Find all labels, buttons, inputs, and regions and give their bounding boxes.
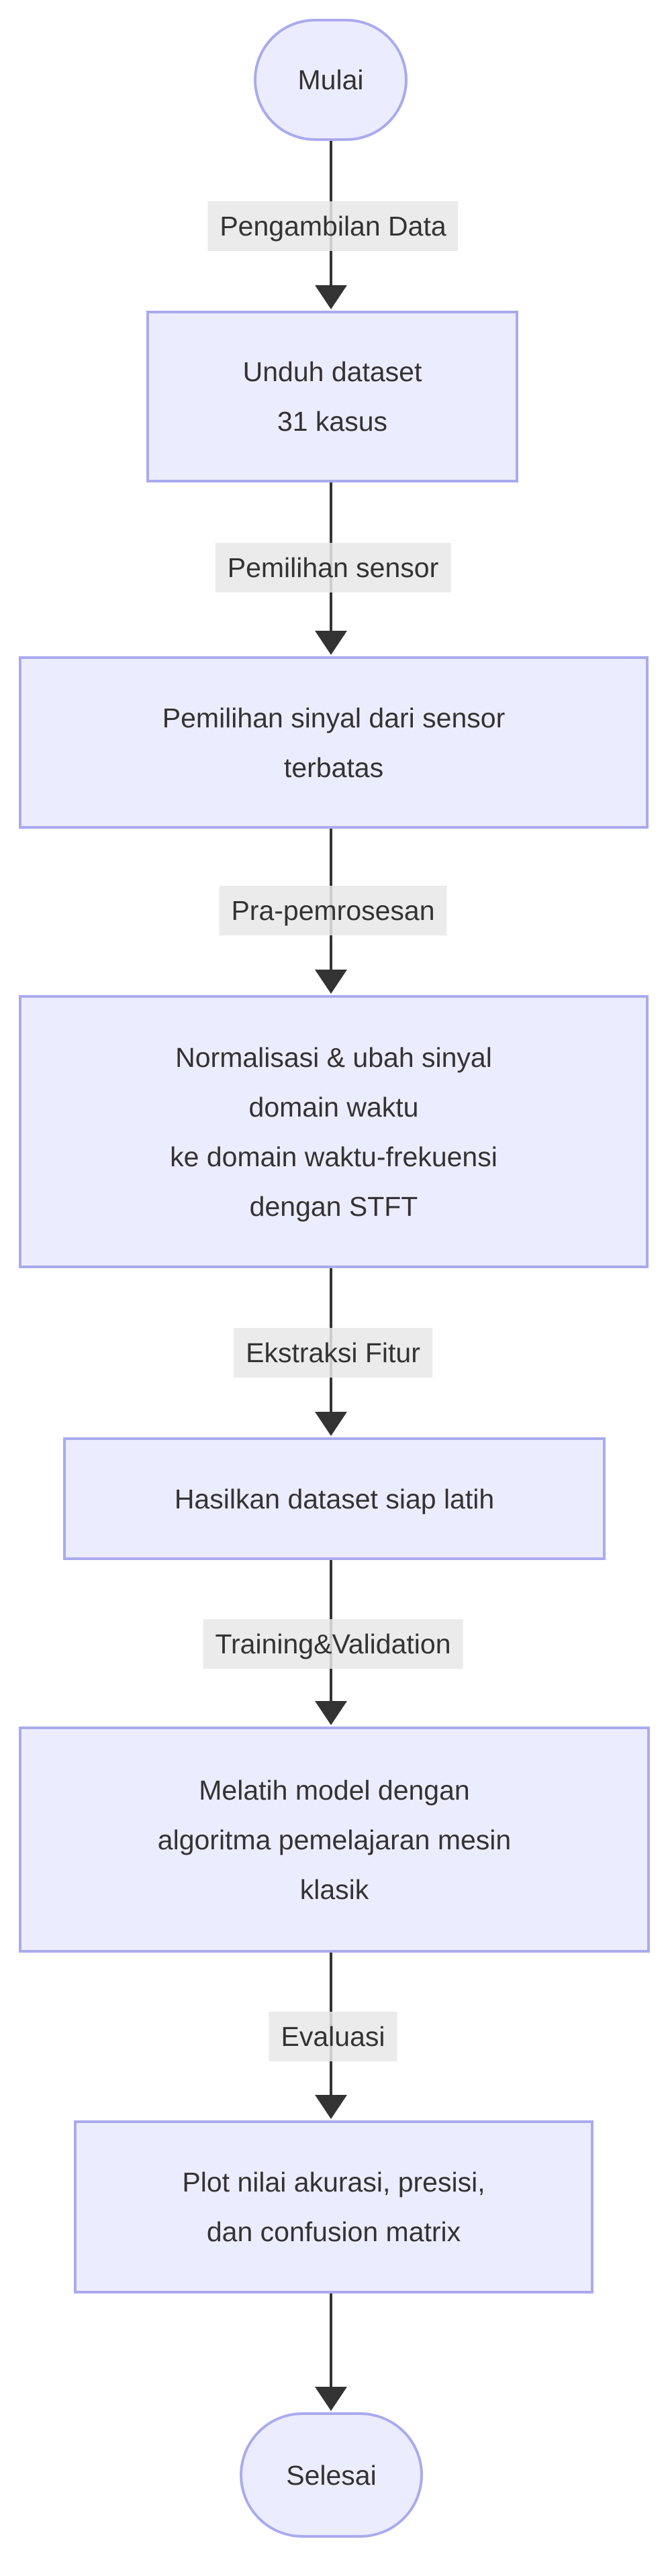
arrowhead-icon bbox=[315, 2095, 347, 2119]
node-text-line: Unduh dataset bbox=[242, 356, 422, 387]
node-pemilihan-sinyal: Pemilihan sinyal dari sensor terbatas bbox=[19, 656, 649, 829]
node-hasilkan-dataset: Hasilkan dataset siap latih bbox=[63, 1437, 606, 1560]
node-text-line: Pemilihan sinyal dari sensor bbox=[162, 702, 506, 733]
node-plot-evaluasi: Plot nilai akurasi, presisi, dan confusi… bbox=[74, 2120, 593, 2294]
node-text-line: Selesai bbox=[286, 2459, 377, 2491]
edge-label-evaluasi: Evaluasi bbox=[269, 2012, 397, 2061]
edge-label-pemilihan-sensor: Pemilihan sensor bbox=[215, 543, 451, 593]
start-node: Mulai bbox=[254, 19, 408, 141]
node-text-line: Melatih model dengan bbox=[199, 1774, 470, 1806]
arrowhead-icon bbox=[315, 631, 347, 655]
edge-label-ekstraksi-fitur: Ekstraksi Fitur bbox=[234, 1328, 432, 1378]
arrowhead-icon bbox=[315, 2387, 347, 2411]
node-text-line: 31 kasus bbox=[277, 406, 388, 437]
node-normalisasi-stft: Normalisasi & ubah sinyal domain waktu k… bbox=[19, 995, 649, 1268]
node-text-line: Hasilkan dataset siap latih bbox=[174, 1483, 495, 1514]
arrow-line bbox=[330, 2294, 332, 2389]
node-text-line: Normalisasi & ubah sinyal bbox=[175, 1041, 492, 1073]
arrowhead-icon bbox=[315, 1701, 347, 1725]
node-text-line: terbatas bbox=[283, 752, 384, 783]
node-text-line: Mulai bbox=[297, 64, 364, 95]
end-node: Selesai bbox=[240, 2412, 423, 2538]
node-text-line: Plot nilai akurasi, presisi, bbox=[182, 2167, 485, 2198]
node-text-line: domain waktu bbox=[248, 1091, 419, 1123]
node-text-line: dengan STFT bbox=[249, 1190, 418, 1222]
edge-label-training-validation: Training&Validation bbox=[203, 1619, 463, 1669]
node-text-line: algoritma pemelajaran mesin bbox=[157, 1824, 512, 1855]
node-text-line: dan confusion matrix bbox=[206, 2216, 461, 2247]
node-unduh-dataset: Unduh dataset 31 kasus bbox=[146, 311, 518, 482]
edge-label-pengambilan-data: Pengambilan Data bbox=[207, 201, 459, 251]
edge-label-pra-pemrosesan: Pra-pemrosesan bbox=[219, 886, 447, 935]
arrowhead-icon bbox=[315, 970, 347, 994]
arrowhead-icon bbox=[315, 285, 347, 309]
node-text-line: klasik bbox=[299, 1873, 369, 1905]
node-melatih-model: Melatih model dengan algoritma pemelajar… bbox=[19, 1727, 650, 1953]
node-text-line: ke domain waktu-frekuensi bbox=[170, 1141, 497, 1172]
arrowhead-icon bbox=[315, 1412, 347, 1436]
